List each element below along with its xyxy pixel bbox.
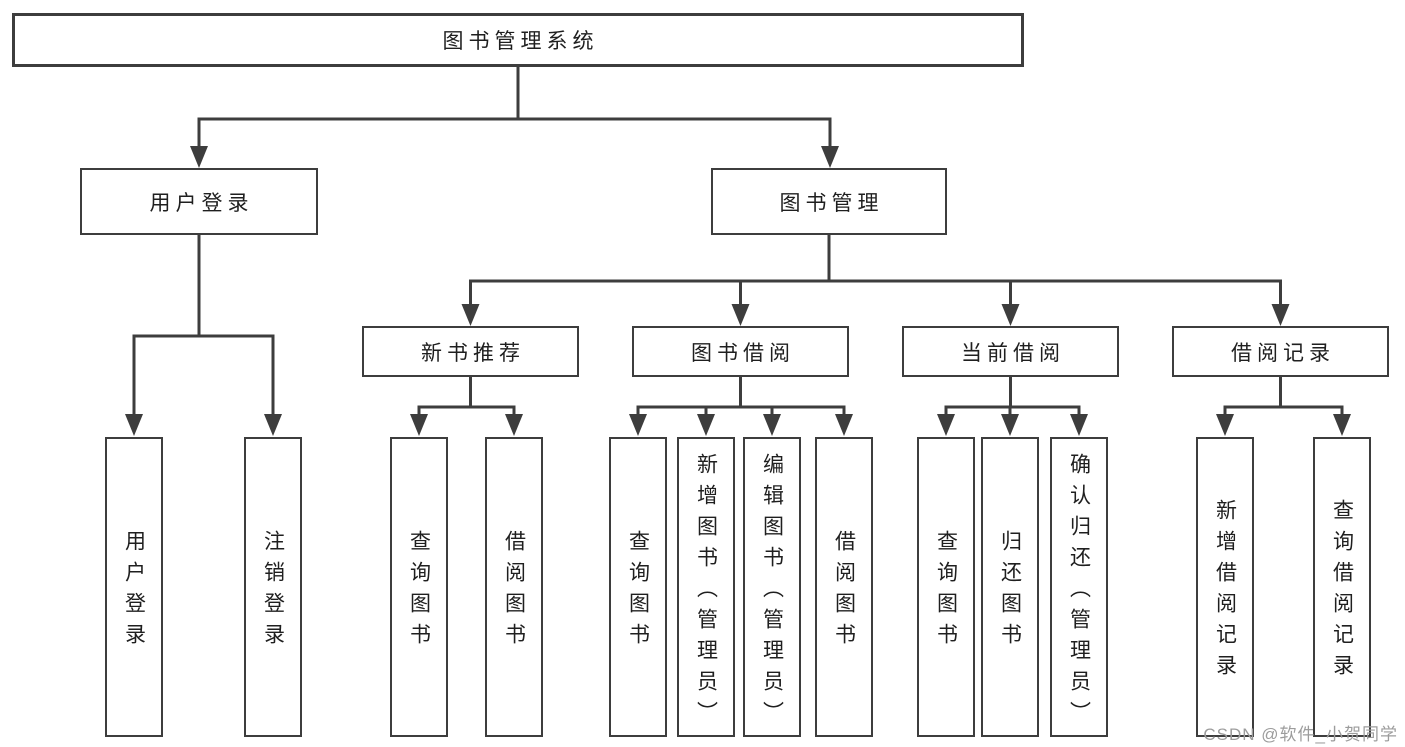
leaf-query-books-current-label: 查询图书 <box>934 530 958 654</box>
arrowhead-icon <box>697 414 715 436</box>
leaf-borrow-books-recommend: 借阅图书 <box>485 437 543 737</box>
leaf-logout: 注销登录 <box>244 437 302 737</box>
node-book-management: 图书管理 <box>711 168 947 235</box>
node-root: 图书管理系统 <box>12 13 1024 67</box>
node-new-book-recommend: 新书推荐 <box>362 326 579 377</box>
arrowhead-icon <box>1216 414 1234 436</box>
arrowhead-icon <box>1070 414 1088 436</box>
leaf-query-borrow-record-label: 查询借阅记录 <box>1330 499 1354 685</box>
arrowhead-icon <box>821 146 839 168</box>
arrowhead-icon <box>937 414 955 436</box>
leaf-borrow-books: 借阅图书 <box>815 437 873 737</box>
arrowhead-icon <box>1333 414 1351 436</box>
leaf-confirm-return-admin-label: 确认归还（管理员） <box>1067 452 1091 732</box>
leaf-borrow-books-recommend-label: 借阅图书 <box>502 530 526 654</box>
node-user-login-label: 用户登录 <box>149 191 254 215</box>
node-book-management-label: 图书管理 <box>779 191 884 215</box>
leaf-query-borrow-record: 查询借阅记录 <box>1313 437 1371 737</box>
leaf-add-borrow-record-label: 新增借阅记录 <box>1213 499 1237 685</box>
arrowheads <box>125 146 1351 436</box>
arrowhead-icon <box>505 414 523 436</box>
leaf-confirm-return-admin: 确认归还（管理员） <box>1050 437 1108 737</box>
leaf-add-books-admin-label: 新增图书（管理员） <box>694 452 718 732</box>
node-new-book-recommend-label: 新书推荐 <box>421 341 525 365</box>
arrowhead-icon <box>264 414 282 436</box>
node-current-borrow-label: 当前借阅 <box>961 341 1065 365</box>
arrowhead-icon <box>410 414 428 436</box>
leaf-query-books-current: 查询图书 <box>917 437 975 737</box>
node-borrow-records: 借阅记录 <box>1172 326 1389 377</box>
arrowhead-icon <box>1001 304 1020 326</box>
leaf-query-books-borrow: 查询图书 <box>609 437 667 737</box>
node-borrow-records-label: 借阅记录 <box>1231 341 1335 365</box>
arrowhead-icon <box>1271 304 1290 326</box>
arrowhead-icon <box>629 414 647 436</box>
arrowhead-icon <box>190 146 208 168</box>
node-current-borrow: 当前借阅 <box>902 326 1119 377</box>
leaf-edit-books-admin-label: 编辑图书（管理员） <box>760 452 784 732</box>
watermark: CSDN @软件_小贺同学 <box>1203 725 1398 744</box>
arrowhead-icon <box>125 414 143 436</box>
arrowhead-icon <box>835 414 853 436</box>
leaf-query-books-recommend-label: 查询图书 <box>407 530 431 654</box>
leaf-add-borrow-record: 新增借阅记录 <box>1196 437 1254 737</box>
arrowhead-icon <box>731 304 750 326</box>
leaf-logout-label: 注销登录 <box>261 530 285 654</box>
leaf-borrow-books-label: 借阅图书 <box>832 530 856 654</box>
leaf-edit-books-admin: 编辑图书（管理员） <box>743 437 801 737</box>
leaf-query-books-borrow-label: 查询图书 <box>626 530 650 654</box>
leaf-add-books-admin: 新增图书（管理员） <box>677 437 735 737</box>
leaf-user-login: 用户登录 <box>105 437 163 737</box>
node-user-login: 用户登录 <box>80 168 318 235</box>
node-book-borrow-label: 图书借阅 <box>691 341 795 365</box>
arrowhead-icon <box>1001 414 1019 436</box>
leaf-return-books: 归还图书 <box>981 437 1039 737</box>
arrowhead-icon <box>763 414 781 436</box>
leaf-user-login-label: 用户登录 <box>122 530 146 654</box>
node-root-label: 图书管理系统 <box>442 30 599 53</box>
leaf-query-books-recommend: 查询图书 <box>390 437 448 737</box>
node-book-borrow: 图书借阅 <box>632 326 849 377</box>
arrowhead-icon <box>461 304 480 326</box>
leaf-return-books-label: 归还图书 <box>998 530 1022 654</box>
